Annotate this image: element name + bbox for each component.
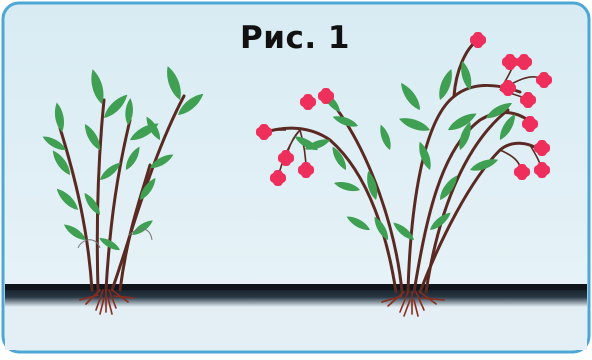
ground [5,284,587,350]
figure-title: Рис. 1 [220,18,370,58]
